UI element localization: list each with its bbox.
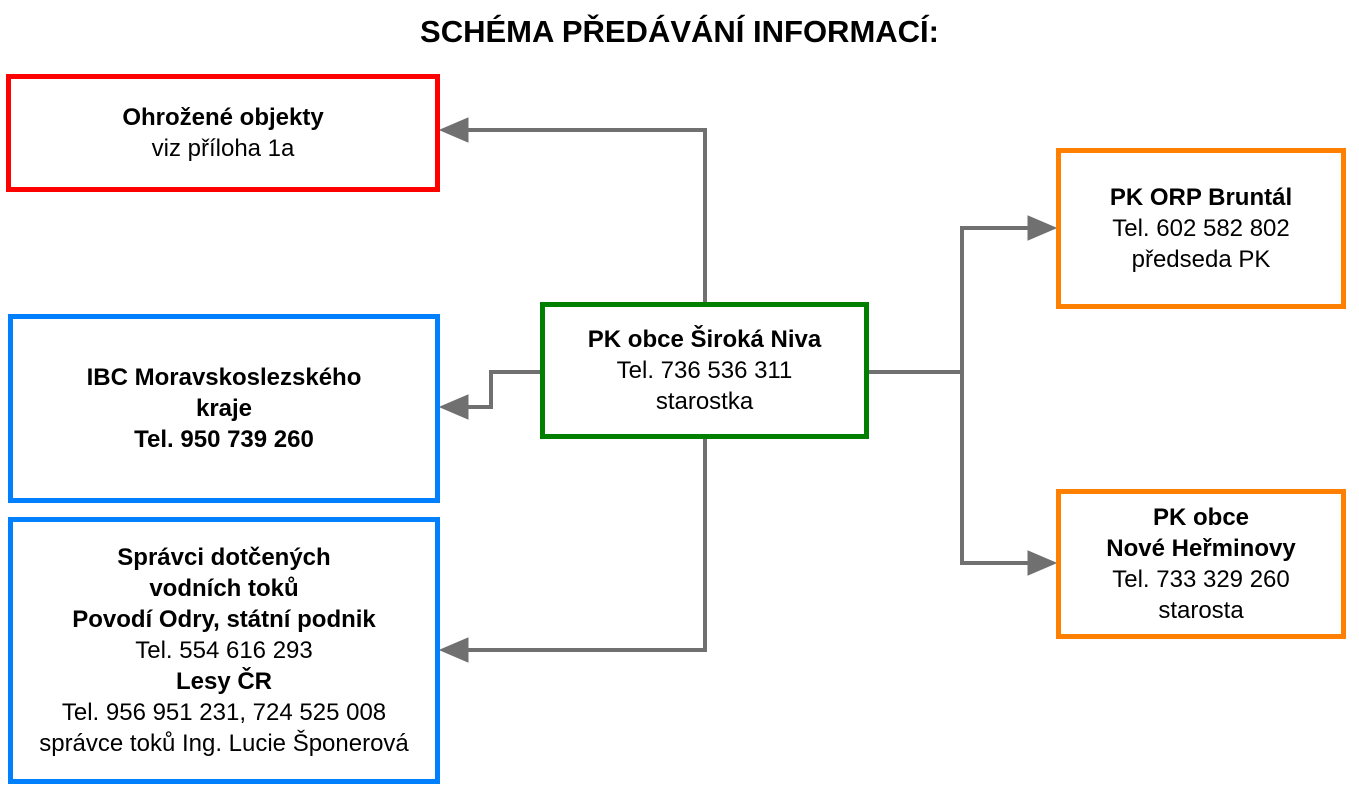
node-orp-bruntal: PK ORP Bruntál Tel. 602 582 802 předseda… — [1056, 148, 1346, 309]
node-threat-detail: viz příloha 1a — [151, 135, 295, 162]
node-hermin-line2: Nové Heřminovy — [1106, 535, 1296, 562]
arrowhead-hermin — [1027, 550, 1058, 576]
node-ibc: IBC Moravskoslezského kraje Tel. 950 739… — [8, 314, 440, 503]
node-streams-line1: Správci dotčených — [117, 544, 331, 571]
node-orp-name: PK ORP Bruntál — [1109, 184, 1293, 211]
edge-center-orp — [960, 224, 1051, 372]
node-orp-phone: Tel. 602 582 802 — [1112, 215, 1290, 242]
arrowhead-orp — [1027, 215, 1058, 241]
node-threatened-objects: Ohrožené objekty viz příloha 1a — [6, 74, 440, 192]
node-threat-name: Ohrožené objekty — [122, 104, 324, 131]
node-hermin-role: starosta — [1158, 597, 1244, 624]
node-stream-managers: Správci dotčených vodních toků Povodí Od… — [8, 517, 440, 784]
node-hermin-line1: PK obce — [1152, 504, 1250, 531]
node-streams-line2: vodních toků — [149, 575, 299, 602]
node-center-siroka-niva: PK obce Široká Niva Tel. 736 536 311 sta… — [540, 302, 869, 439]
node-ibc-phone: Tel. 950 739 260 — [134, 426, 314, 453]
arrowhead-threat — [438, 117, 469, 143]
node-streams-phone2: Tel. 956 951 231, 724 525 008 — [61, 699, 387, 726]
node-streams-org1: Povodí Odry, státní podnik — [72, 606, 376, 633]
edge-center-threat — [445, 126, 707, 302]
node-center-phone: Tel. 736 536 311 — [616, 357, 793, 384]
node-ibc-line1: IBC Moravskoslezského — [86, 364, 362, 391]
node-streams-org2: Lesy ČR — [175, 668, 273, 695]
node-ibc-line2: kraje — [195, 395, 253, 422]
node-streams-phone1: Tel. 554 616 293 — [135, 637, 313, 664]
node-center-name: PK obce Široká Niva — [587, 326, 822, 353]
edge-center-streams — [445, 439, 707, 654]
node-nove-herminovy: PK obce Nové Heřminovy Tel. 733 329 260 … — [1056, 489, 1346, 639]
node-hermin-phone: Tel. 733 329 260 — [1112, 566, 1290, 593]
node-streams-contact: správce toků Ing. Lucie Šponerová — [39, 730, 409, 757]
node-center-role: starostka — [655, 388, 754, 415]
arrowhead-ibc — [438, 394, 469, 420]
edge-center-hermin — [960, 372, 1051, 567]
node-orp-role: předseda PK — [1131, 246, 1271, 273]
arrowhead-streams — [438, 637, 469, 663]
diagram-title: SCHÉMA PŘEDÁVÁNÍ INFORMACÍ: — [420, 14, 939, 49]
